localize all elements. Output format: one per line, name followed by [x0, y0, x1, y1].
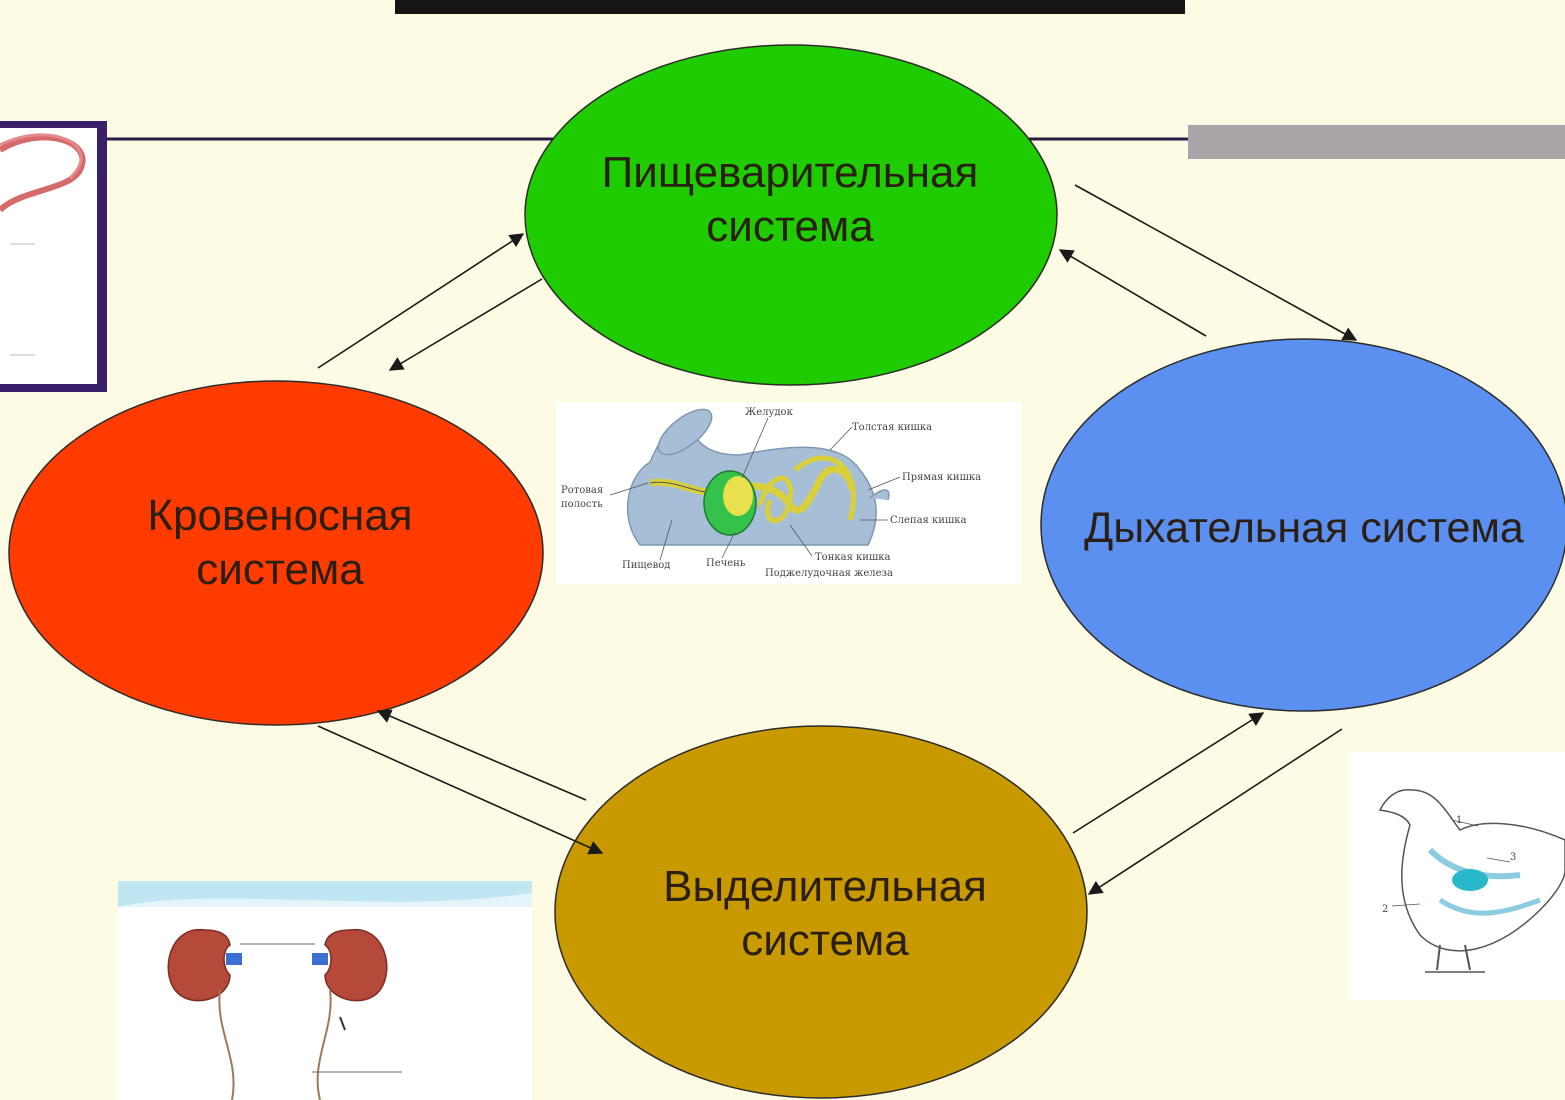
arrow-excretory-to-respiratory [1072, 712, 1265, 834]
digestive-label-line-1: Пищеварительная [601, 148, 979, 197]
circulatory-system-label: Кровеносная система [80, 489, 480, 596]
label-cecum: Слепая кишка [890, 515, 966, 526]
respiratory-system-node [1040, 338, 1565, 712]
circulatory-label-line-2: система [196, 544, 364, 594]
digestive-system-node [524, 44, 1058, 386]
arrow-circulatory-to-digestive [317, 233, 525, 369]
arrow-digestive-to-circulatory [388, 278, 543, 371]
arrow-respiratory-to-excretory [1087, 728, 1343, 895]
respiratory-label-line-1: Дыхательная система [1084, 504, 1524, 552]
arrow-respiratory-to-digestive [1058, 249, 1207, 337]
excretory-label-line-2: система [741, 915, 909, 965]
label-large-intestine: Толстая кишка [852, 422, 932, 433]
bird-label-1: 1 [1456, 815, 1462, 826]
respiratory-system-label: Дыхательная система [1045, 502, 1563, 554]
label-small-intestine: Тонкая кишка [815, 552, 891, 563]
label-pancreas: Поджелудочная железа [765, 568, 893, 579]
label-mouth-cavity-1: Ротовая [561, 485, 603, 496]
vessel-picture [0, 121, 107, 392]
title-fragment [395, 0, 1185, 14]
excretory-system-node [554, 725, 1088, 1099]
label-mouth-cavity-2: полость [561, 499, 603, 510]
kidney-illustration [118, 881, 532, 1100]
label-stomach: Желудок [745, 407, 794, 418]
bird-label-2: 2 [1382, 904, 1388, 915]
arrow-excretory-to-circulatory [376, 709, 587, 801]
circulatory-system-node [8, 380, 544, 726]
excretory-label-line-1: Выделительная [663, 862, 987, 911]
header-bar [1188, 125, 1565, 159]
rabbit-digestive-illustration: Желудок Толстая кишка Прямая кишка Слепа… [556, 402, 1021, 584]
circulatory-label-line-1: Кровеносная [147, 491, 413, 540]
bird-respiratory-illustration: 1 3 2 [1350, 752, 1565, 1000]
bird-label-3: 3 [1510, 852, 1516, 863]
digestive-label-line-2: система [706, 201, 874, 251]
excretory-system-label: Выделительная система [600, 860, 1050, 967]
label-liver: Печень [706, 558, 746, 569]
label-esophagus: Пищевод [622, 560, 670, 571]
arrow-digestive-to-respiratory [1074, 184, 1358, 341]
label-rectum: Прямая кишка [902, 472, 981, 483]
digestive-system-label: Пищеварительная система [560, 146, 1020, 253]
arrow-circulatory-to-excretory [317, 725, 604, 855]
